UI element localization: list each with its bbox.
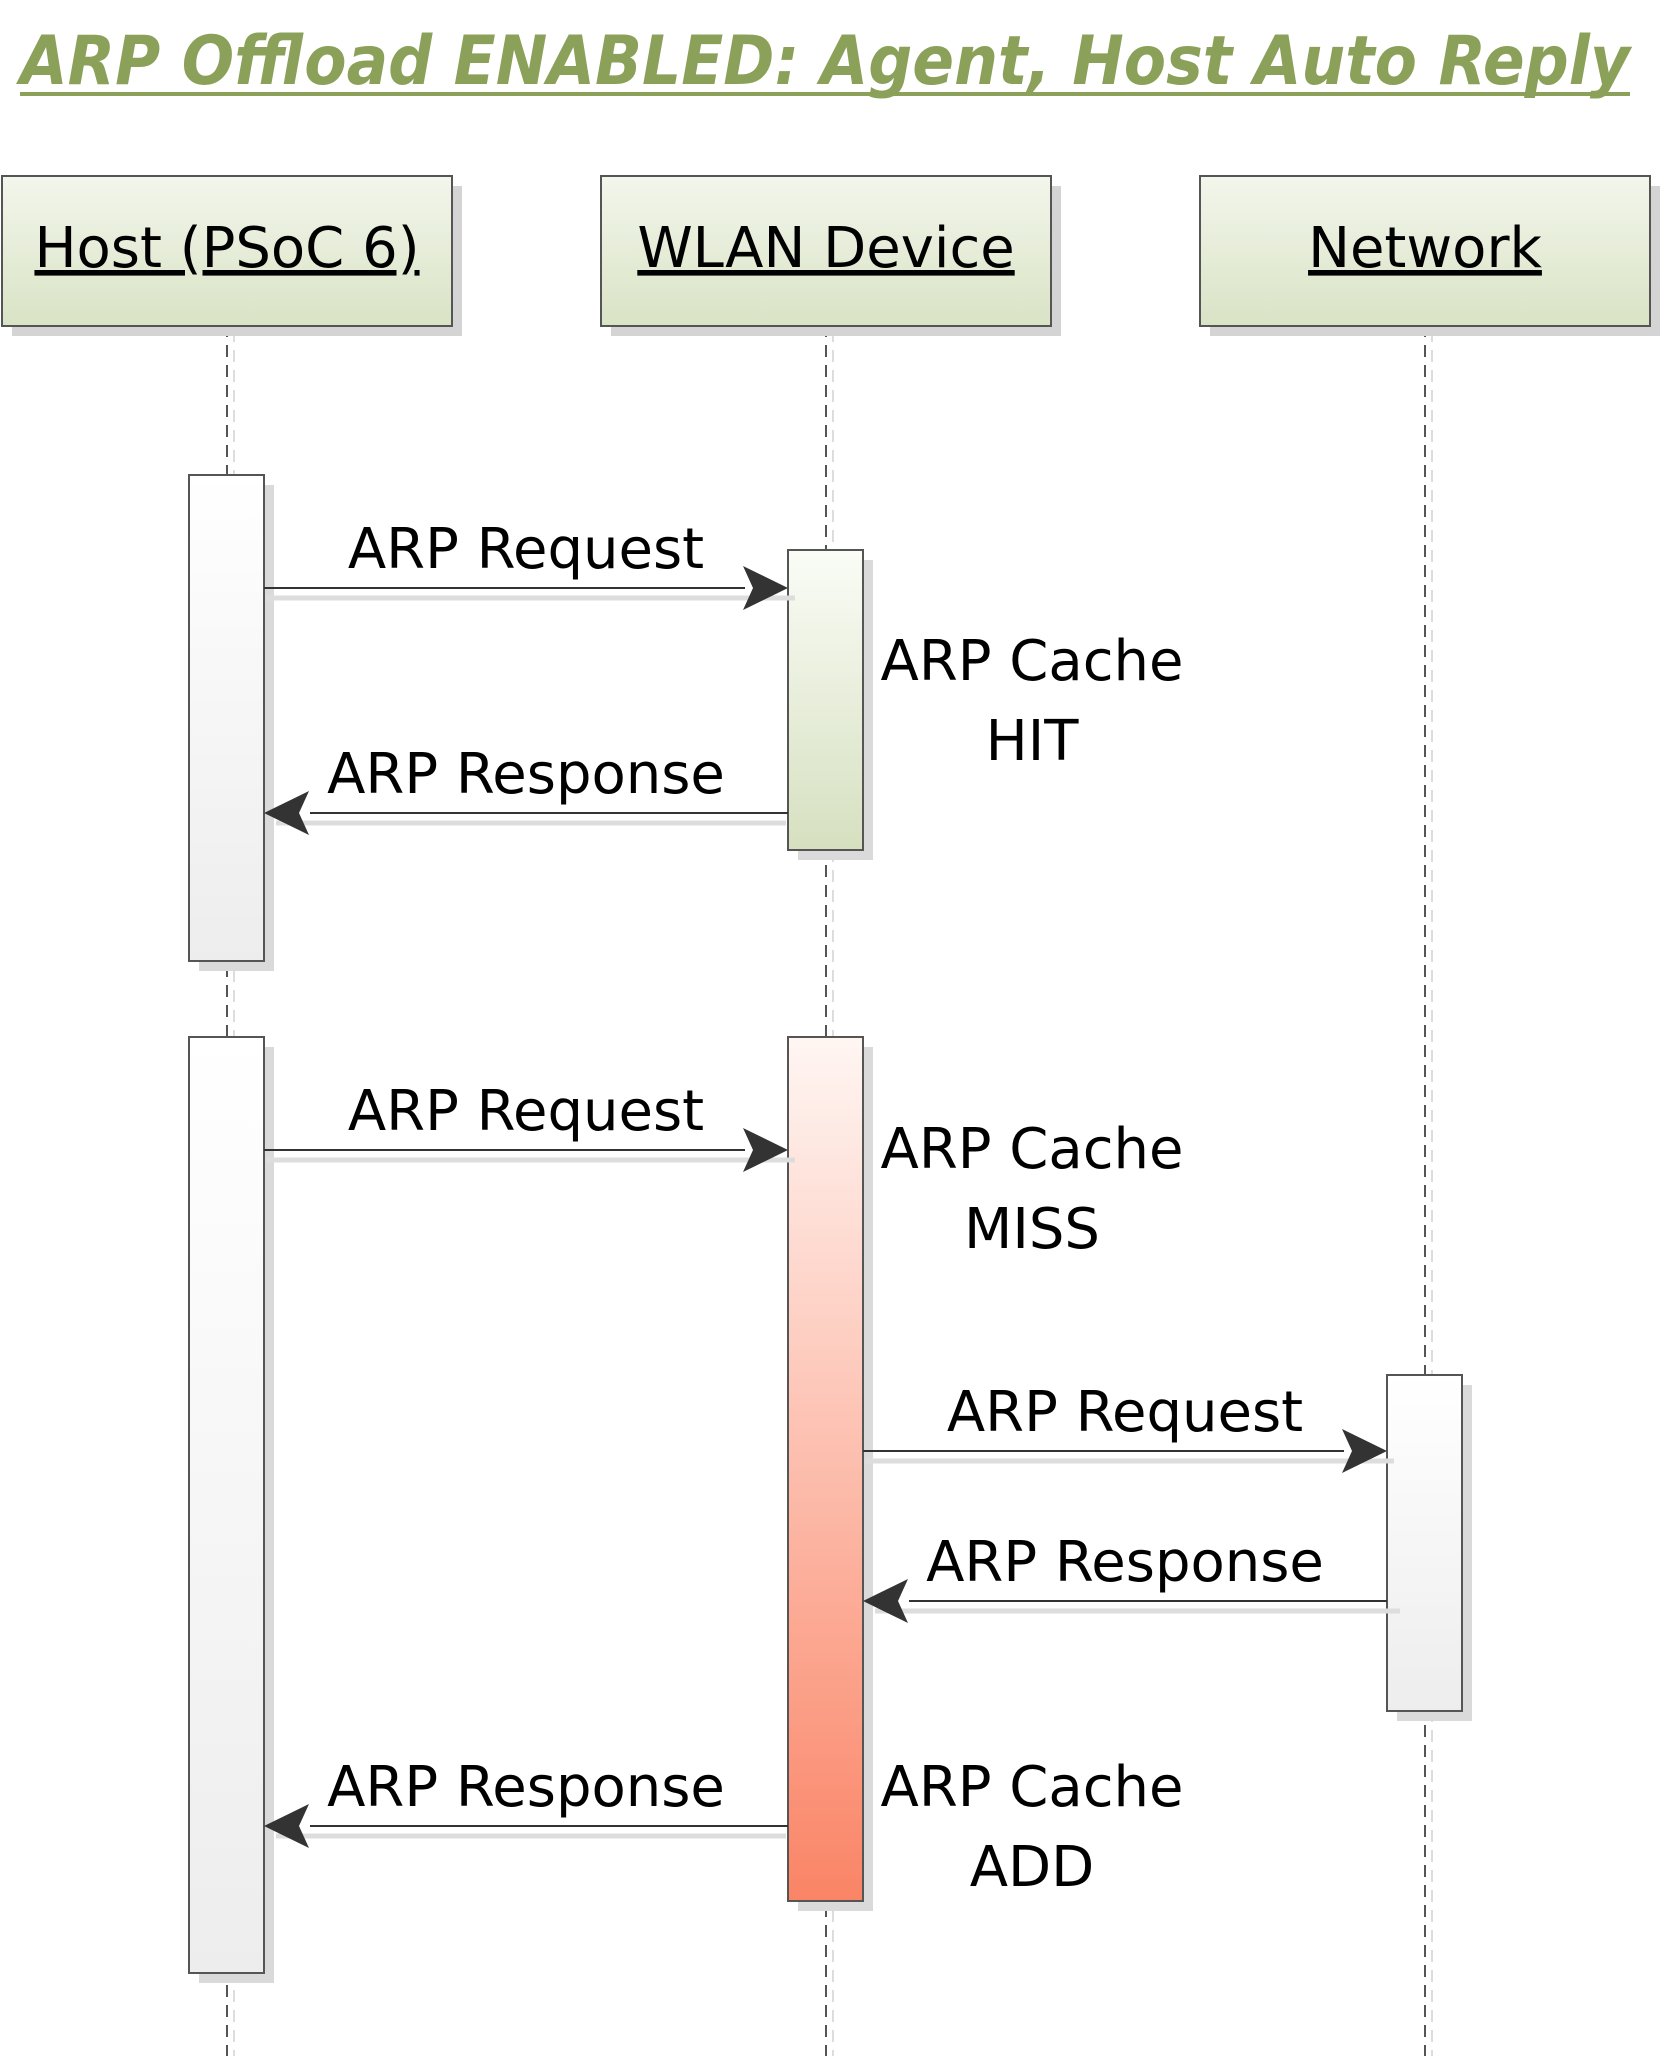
- message-arp-request-3: ARP Request: [863, 1380, 1394, 1473]
- participant-host: Host (PSoC 6): [1, 175, 462, 336]
- note-cache-miss: ARP Cache MISS: [881, 1117, 1184, 1262]
- participant-wlan-label: WLAN Device: [637, 216, 1014, 281]
- message-label: ARP Request: [348, 1079, 704, 1144]
- note-cache-hit: ARP Cache HIT: [881, 629, 1184, 774]
- message-arp-request-2: ARP Request: [264, 1079, 795, 1172]
- note-line1: ARP Cache: [881, 629, 1184, 694]
- message-label: ARP Response: [327, 1755, 725, 1820]
- note-line2: ADD: [970, 1835, 1095, 1900]
- note-line2: MISS: [964, 1197, 1100, 1262]
- message-arp-response-1: ARP Response: [264, 742, 788, 835]
- participant-host-label: Host (PSoC 6): [34, 216, 419, 281]
- activation-wlan-miss: [787, 1036, 864, 1902]
- participant-wlan: WLAN Device: [600, 175, 1061, 336]
- note-line2: HIT: [986, 709, 1080, 774]
- activation-wlan-hit: [787, 549, 864, 851]
- participant-network-label: Network: [1308, 216, 1542, 281]
- message-label: ARP Request: [348, 517, 704, 582]
- message-label: ARP Response: [327, 742, 725, 807]
- note-line1: ARP Cache: [881, 1755, 1184, 1820]
- diagram-title: ARP Offload ENABLED: Agent, Host Auto Re…: [15, 22, 1632, 101]
- message-label: ARP Response: [926, 1530, 1324, 1595]
- participant-network: Network: [1199, 175, 1660, 336]
- message-label: ARP Request: [947, 1380, 1303, 1445]
- message-arp-response-2: ARP Response: [863, 1530, 1400, 1623]
- activation-host-2: [188, 1036, 265, 1974]
- message-arp-response-3: ARP Response: [264, 1755, 788, 1848]
- note-cache-add: ARP Cache ADD: [881, 1755, 1184, 1900]
- activation-network: [1386, 1374, 1463, 1712]
- message-arp-request-1: ARP Request: [264, 517, 795, 610]
- activation-host-1: [188, 474, 265, 962]
- activations: [188, 474, 1472, 1983]
- note-line1: ARP Cache: [881, 1117, 1184, 1182]
